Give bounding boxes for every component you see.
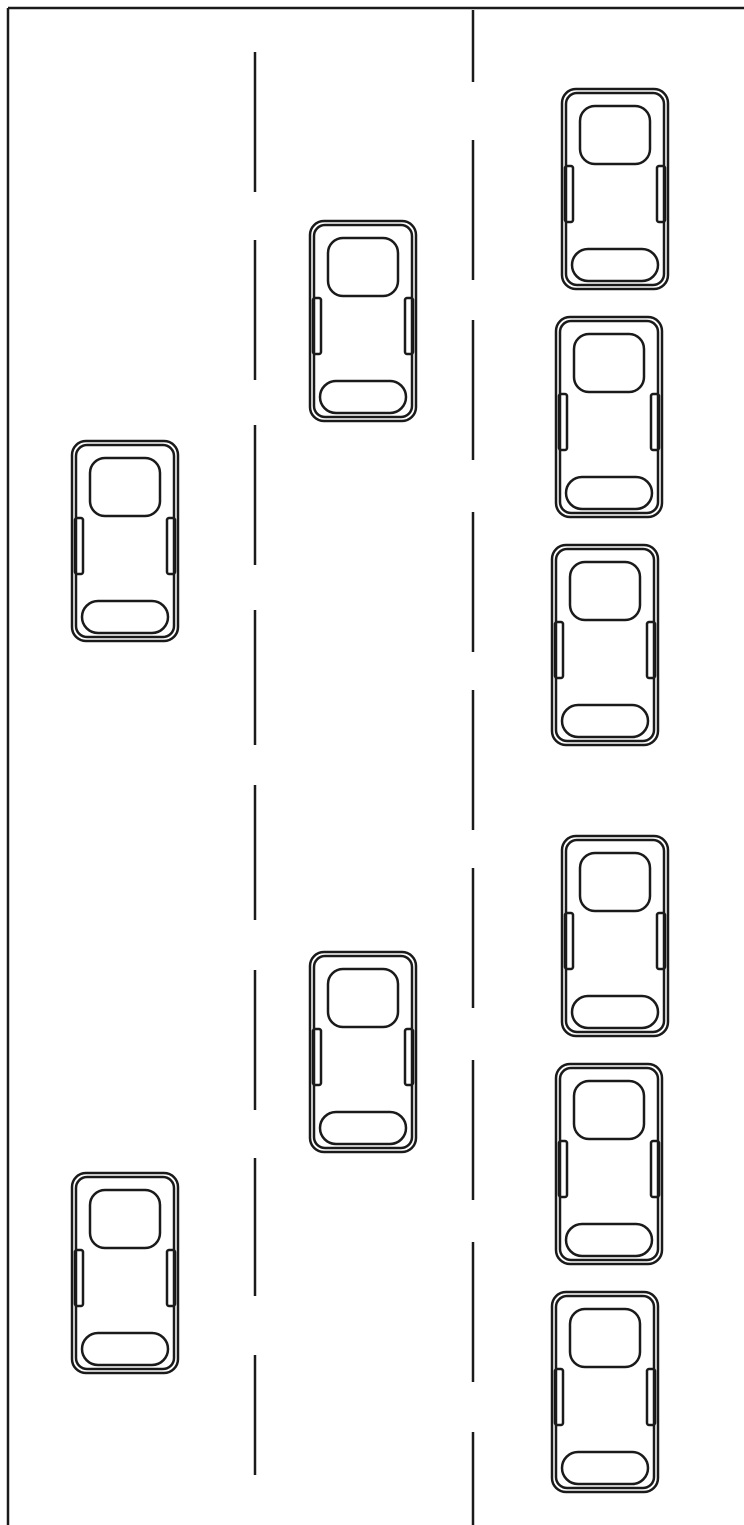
car-icon (556, 317, 662, 517)
car-icon (72, 441, 178, 641)
car-icon (552, 1292, 658, 1492)
car-icon (562, 836, 668, 1036)
car-icon (310, 952, 416, 1152)
car-icon (562, 89, 668, 289)
car-icon (72, 1173, 178, 1373)
car-icon (556, 1064, 662, 1264)
car-icon (310, 221, 416, 421)
car-icon (552, 545, 658, 745)
